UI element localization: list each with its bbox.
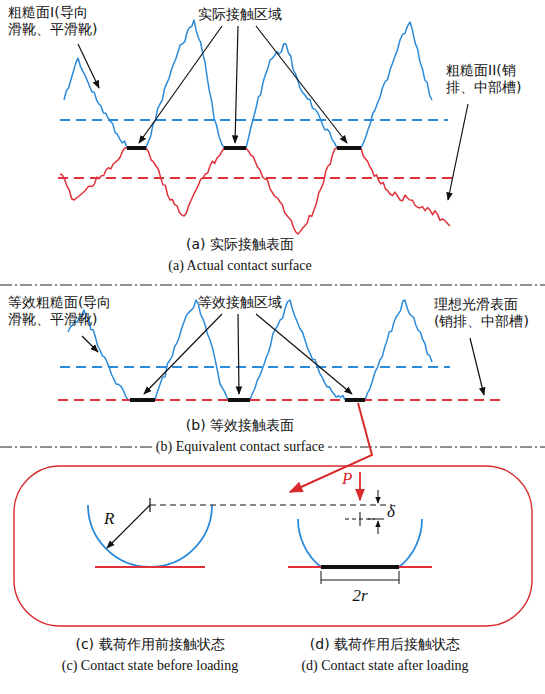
rough-profile: [64, 20, 432, 148]
contact-width-symbol: 2r: [352, 587, 367, 604]
panel-caption: (c) 载荷作用前接触状态: [72, 636, 227, 653]
rough-profiles: [60, 20, 450, 400]
radius-symbol: R: [104, 510, 114, 527]
panel-caption: (a) Actual contact surface: [164, 257, 315, 274]
center-tick: [360, 512, 361, 526]
contact-patch: [321, 565, 399, 569]
leader-arrows-a: [78, 26, 468, 200]
asperity-arc: [88, 505, 212, 567]
smooth-surface-line: [58, 399, 500, 401]
smooth-plane: [95, 566, 205, 568]
deformed-asperity: [298, 519, 422, 567]
reference-line: [150, 505, 392, 506]
panel-caption: (d) Contact state after loading: [297, 657, 472, 674]
mean-line-lower: [58, 177, 452, 179]
mean-line-upper: [60, 119, 448, 121]
region-label: 等效接触区域: [198, 294, 282, 311]
smooth-plane: [288, 566, 432, 568]
rough-profile: [60, 148, 450, 234]
surface-label: 粗糙面II(销 排、中部槽): [446, 62, 530, 96]
contact-regions-a: [127, 146, 361, 150]
mean-line-upper: [60, 366, 450, 368]
surface-label: 理想光滑表面 (销排、中部槽): [434, 296, 536, 330]
separator-line: [0, 284, 545, 285]
inset-frame: [14, 466, 532, 626]
region-label: 实际接触区域: [198, 6, 282, 23]
rough-profile: [68, 300, 432, 400]
load-arrow: [359, 472, 361, 500]
panel-caption: (b) Equivalent contact surface: [152, 438, 328, 455]
deformation-symbol: δ: [387, 503, 395, 520]
panel-caption: (c) Contact state before loading: [58, 657, 242, 674]
leader-arrows-b: [82, 314, 484, 395]
delta-dimension: [368, 490, 384, 534]
panel-caption: (b) 等效接触表面: [183, 417, 297, 434]
surface-label: 粗糙面I(导向 滑靴、平滑靴): [8, 4, 104, 38]
panel-caption: (a) 实际接触表面: [183, 236, 297, 253]
contact-regions-b: [130, 398, 365, 402]
surface-label: 等效粗糙面(导向 滑靴、平滑靴): [8, 294, 116, 328]
load-symbol: P: [342, 470, 352, 487]
panel-caption: (d) 载荷作用后接触状态: [307, 636, 463, 653]
width-dimension: [321, 571, 399, 584]
